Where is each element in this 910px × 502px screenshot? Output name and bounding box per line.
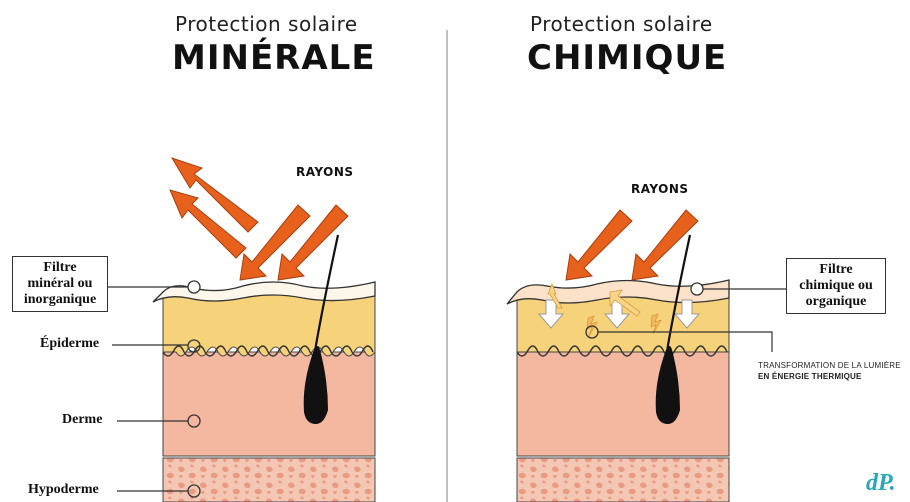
left-filter-label-line2: minéral ou [17,276,103,292]
right-rays-arrows [566,210,698,280]
right-transformation-line2: EN ÉNERGIE THERMIQUE [758,371,908,382]
right-filter-label-line2: chimique ou [791,278,881,294]
right-dermis-layer [517,352,729,456]
right-hypodermis-layer [517,458,729,502]
right-filter-label-line3: organique [791,294,881,310]
left-hypoderme-label: Hypoderme [28,482,99,498]
right-filter-label-box: Filtre chimique ou organique [786,258,886,314]
left-filter-marker [188,281,200,293]
left-dermis-layer [163,352,375,456]
left-filter-label-box: Filtre minéral ou inorganique [12,256,108,312]
left-epidermis-layer [163,292,375,356]
left-epiderme-label: Épiderme [40,336,99,352]
left-filter-label-line1: Filtre [17,260,103,276]
right-filter-label-line1: Filtre [791,262,881,278]
right-filter-marker [691,283,703,295]
right-transformation-label: TRANSFORMATION DE LA LUMIÈRE EN ÉNERGIE … [758,360,908,382]
brand-logo: dP. [866,470,896,497]
left-hypodermis-layer [163,458,375,502]
right-rays-label: RAYONS [631,182,689,196]
left-derme-label: Derme [62,412,102,428]
right-transformation-line1: TRANSFORMATION DE LA LUMIÈRE [758,360,908,371]
left-reflected-ray-2 [170,190,246,258]
left-filter-label-line3: inorganique [17,292,103,308]
right-incoming-ray-1 [566,210,632,280]
left-rays-label: RAYONS [296,165,354,179]
